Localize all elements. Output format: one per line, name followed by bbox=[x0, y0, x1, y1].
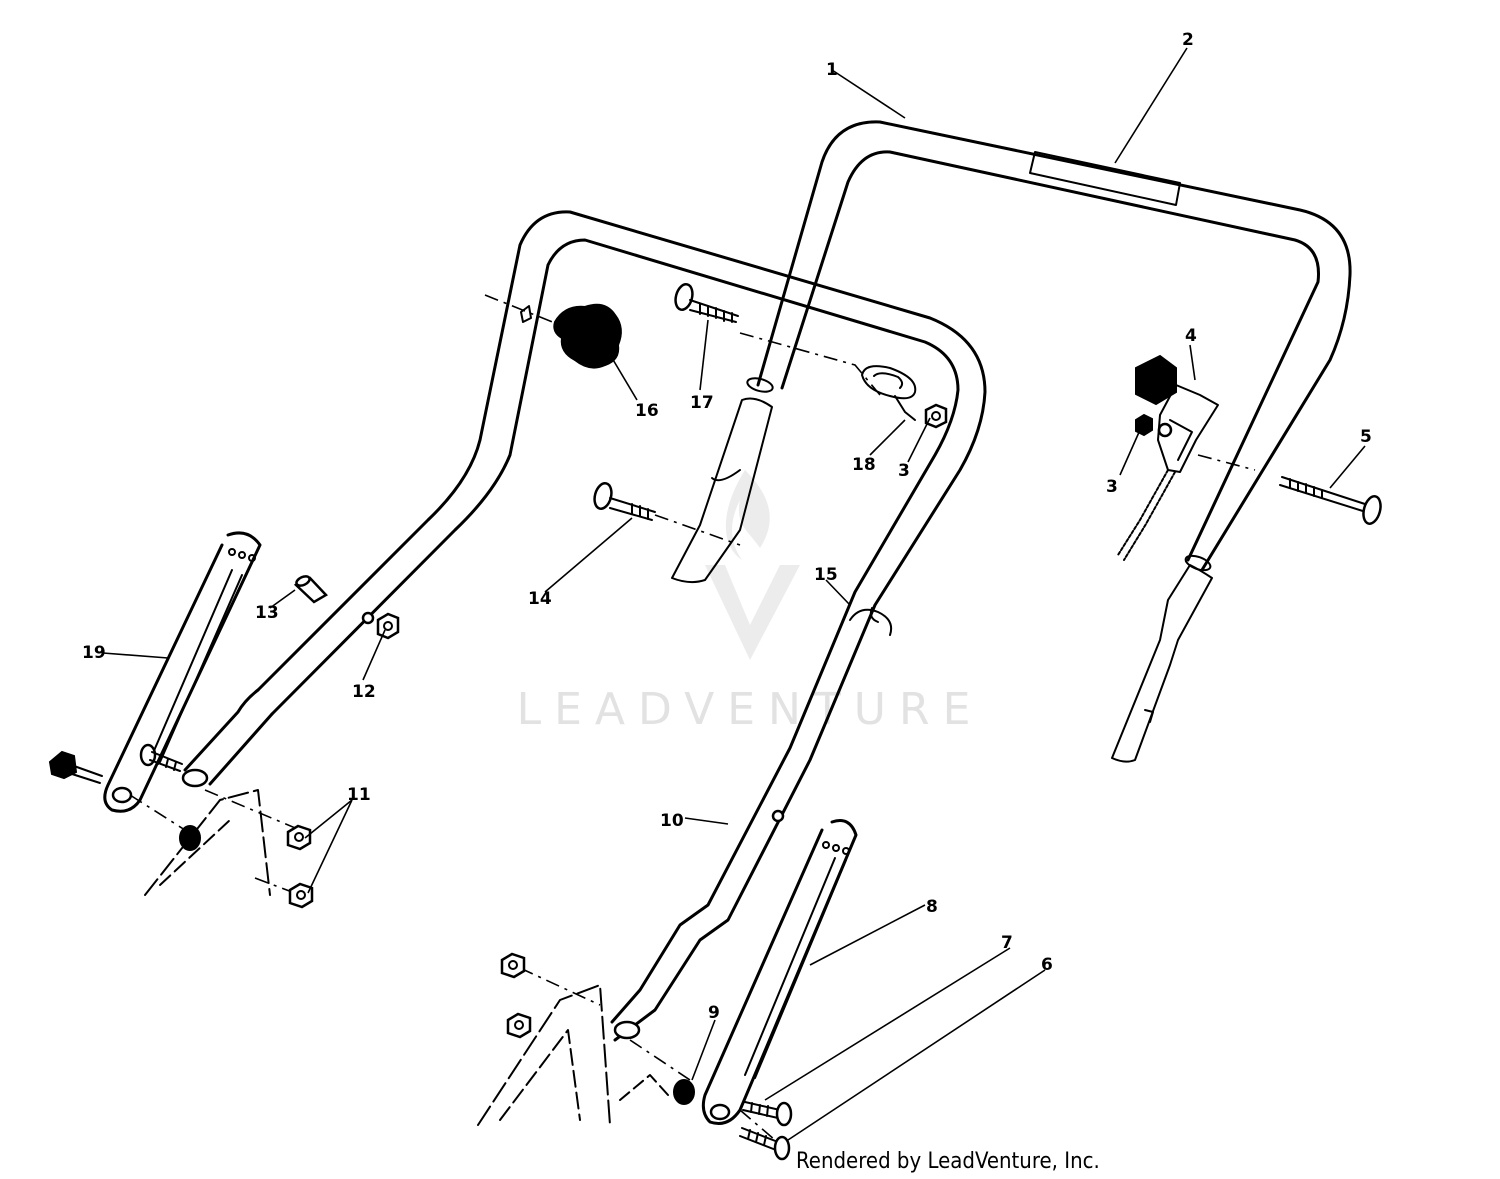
watermark-text: LEADVENTURE bbox=[517, 684, 984, 735]
nut-lower-left-2-icon bbox=[506, 1012, 532, 1039]
callout-2: 2 bbox=[1182, 30, 1194, 50]
handle-grip bbox=[1029, 151, 1181, 206]
callout-3-right: 3 bbox=[1106, 477, 1118, 497]
upper-handle-part bbox=[671, 120, 1352, 763]
control-box-4-icon bbox=[1117, 354, 1219, 561]
callout-12: 12 bbox=[352, 682, 376, 702]
lower-handle-frame-part bbox=[181, 210, 987, 1042]
clip-15-icon bbox=[849, 607, 893, 636]
bolt-7-icon bbox=[742, 1101, 793, 1127]
callout-19: 19 bbox=[82, 643, 106, 663]
bolt-5-icon bbox=[1279, 476, 1382, 525]
callout-18: 18 bbox=[852, 455, 876, 475]
bolt-17-icon bbox=[674, 283, 739, 323]
callout-14: 14 bbox=[528, 589, 552, 609]
spacer-left-icon bbox=[179, 825, 201, 851]
callout-10: 10 bbox=[660, 811, 684, 831]
cable-guide-18-icon bbox=[861, 365, 917, 421]
callout-5: 5 bbox=[1360, 427, 1372, 447]
callout-7: 7 bbox=[1001, 933, 1013, 953]
bolt-14-icon bbox=[593, 482, 656, 521]
bolt-bracket-19-icon bbox=[139, 743, 183, 772]
render-credit: Rendered by LeadVenture, Inc. bbox=[796, 1149, 1100, 1174]
callout-3-left: 3 bbox=[898, 461, 910, 481]
callout-11: 11 bbox=[347, 785, 371, 805]
callout-leader-lines bbox=[102, 47, 1366, 1141]
callout-16: 16 bbox=[635, 401, 659, 421]
callout-labels: 1 2 3 3 4 5 6 7 8 9 10 11 12 13 14 15 16… bbox=[82, 30, 1372, 1023]
nut-11-upper-icon bbox=[286, 824, 312, 851]
spacer-9-icon bbox=[673, 1079, 695, 1105]
callout-9: 9 bbox=[708, 1003, 720, 1023]
nut-12-icon bbox=[376, 612, 400, 640]
deck-mount-outline bbox=[144, 789, 669, 1126]
pin-13-icon bbox=[293, 575, 328, 604]
left-bracket-part bbox=[103, 531, 262, 813]
watermark-logo-icon bbox=[705, 470, 800, 660]
nut-3-left-icon bbox=[924, 403, 948, 429]
callout-13: 13 bbox=[255, 603, 279, 623]
nut-11-lower-icon bbox=[288, 882, 314, 909]
callout-1: 1 bbox=[826, 60, 838, 80]
knob-16-icon bbox=[553, 303, 622, 369]
callout-4: 4 bbox=[1185, 326, 1197, 346]
bolt-6-icon bbox=[739, 1127, 791, 1161]
bolt-left-icon bbox=[48, 750, 103, 784]
callout-6: 6 bbox=[1041, 955, 1053, 975]
nut-lower-left-icon bbox=[500, 952, 526, 979]
right-bracket-part bbox=[701, 819, 858, 1125]
callout-8: 8 bbox=[926, 897, 938, 917]
callout-17: 17 bbox=[690, 393, 714, 413]
callout-15: 15 bbox=[814, 565, 838, 585]
